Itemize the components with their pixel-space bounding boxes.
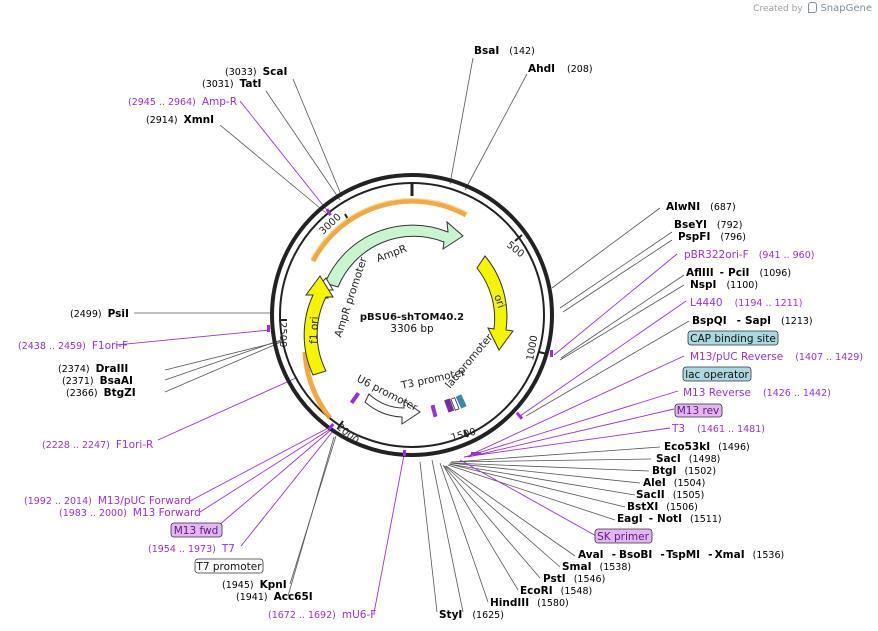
box-m13fwd-label: M13 fwd	[174, 525, 219, 537]
mu6f-mark	[403, 450, 406, 456]
ori-arrow	[476, 255, 514, 351]
enzyme-psii: (2499)PsiI	[70, 308, 129, 320]
f1ori-f-mark	[267, 325, 270, 332]
m13-fwd-mark	[327, 423, 335, 431]
enzyme-bspqi: BspQI-SapI(1213)	[692, 315, 813, 327]
enzyme-ecori: EcoRI(1548)	[520, 585, 592, 597]
enzyme-eco53ki: Eco53kI(1496)	[664, 441, 750, 453]
box-m13rev-label: M13 rev	[677, 405, 720, 417]
feature-mu6-f: (1672 .. 1692)mU6-F	[268, 609, 376, 621]
f1ori-arrow	[303, 275, 334, 376]
enzyme-scai: (3033)ScaI	[225, 66, 287, 78]
snapgene-logo-icon	[807, 2, 817, 13]
feature-t7: (1954 .. 1973)T7	[148, 543, 235, 555]
enzyme-pspfi: PspFI(796)	[678, 231, 746, 243]
backbone-outer-circle	[270, 173, 554, 457]
enzyme-btgi: BtgI(1502)	[652, 465, 716, 477]
enzyme-draiii: (2374)DraIII	[58, 363, 128, 375]
enzyme-acc65i: (1941)Acc65I	[236, 591, 313, 603]
enzyme-smai: SmaI(1538)	[562, 561, 631, 573]
enzyme-eagi: EagI-NotI(1511)	[617, 513, 722, 525]
box-m13-rev: M13 rev	[674, 403, 723, 418]
credit-prefix: Created by	[753, 4, 803, 14]
enzyme-xmni: (2914)XmnI	[146, 114, 214, 126]
inner-label-ampr: AmpR	[375, 243, 409, 265]
tick-label-2500: 2500	[277, 322, 288, 347]
enzyme-afliii: AflIII-PciI(1096)	[686, 267, 791, 279]
ampr-arrow	[324, 220, 464, 288]
enzyme-ahdi: AhdI(208)	[528, 63, 593, 75]
inner-label-lac: lac promoter	[443, 331, 496, 391]
credit-brand: SnapGene	[820, 3, 872, 14]
enzyme-btgzi: (2366)BtgZI	[66, 387, 136, 399]
ampr-orange-band	[310, 198, 468, 263]
feature-m13-reverse: M13 Reverse(1426 .. 1442)	[683, 387, 831, 399]
enzyme-kpni: (1945)KpnI	[222, 579, 287, 591]
m13-mark	[444, 398, 455, 413]
inner-label-f1ori: f1 ori	[308, 316, 321, 344]
enzyme-bseyi: BseYI(792)	[674, 219, 742, 231]
enzyme-bsai: BsaI(142)	[474, 45, 535, 57]
box-lac-label: lac operator	[685, 369, 749, 381]
t3-primer-mark	[430, 404, 438, 418]
inner-label-ori: ori	[491, 293, 507, 310]
box-t7prom-label: T7 promoter	[195, 561, 262, 573]
u6-promoter-arrow	[364, 393, 421, 425]
plasmid-name: pBSU6-shTOM40.2	[360, 312, 464, 323]
mu6-primer-mark	[349, 391, 361, 405]
feature-ampr-primer: (2945 .. 2964)Amp-R	[128, 96, 237, 108]
snapgene-credit: Created by SnapGene	[753, 2, 872, 14]
enzyme-alei: AleI(1504)	[643, 477, 705, 489]
enzyme-hindiii: HindIII(1580)	[490, 597, 569, 609]
box-cap-binding-site: CAP binding site	[687, 330, 779, 346]
feature-m13-forward: (1983 .. 2000)M13 Forward	[59, 507, 201, 519]
feature-pbr322ori-f: pBR322ori-F(941 .. 960)	[684, 249, 814, 261]
feature-leader-lines	[115, 100, 687, 614]
enzyme-tati: (3031)TatI	[202, 78, 261, 90]
enzyme-avai: AvaI-BsoBI-TspMI-XmaI(1536)	[578, 549, 784, 561]
ampr-primer-mark	[325, 208, 332, 216]
enzyme-bsaai: (2371)BsaAI	[62, 375, 133, 387]
enzyme-nspi: NspI(1100)	[690, 279, 758, 291]
enzyme-sacii: SacII(1505)	[636, 489, 704, 501]
feature-f1ori-r: (2228 .. 2247)F1ori-R	[42, 439, 153, 451]
tick-label-1000: 1000	[525, 335, 540, 362]
feature-m13puc-reverse: M13/pUC Reverse(1407 .. 1429)	[690, 351, 863, 363]
enzyme-alwni: AlwNI(687)	[666, 201, 736, 213]
feature-l4440: L4440(1194 .. 1211)	[690, 297, 802, 309]
box-cap-label: CAP binding site	[690, 333, 776, 345]
feature-f1ori-f: (2438 .. 2459)F1ori-F	[18, 340, 128, 352]
box-t7-promoter: T7 promoter	[194, 558, 264, 574]
l4440-mark	[515, 411, 524, 420]
plasmid-length: 3306 bp	[390, 323, 434, 335]
leader-lines	[134, 57, 690, 613]
enzyme-bstxi: BstXI(1506)	[627, 501, 698, 513]
lac-operator-mark	[455, 394, 467, 409]
mcs-primer-marks	[471, 452, 481, 455]
box-sk-label: SK primer	[597, 531, 649, 543]
pbr322-mark	[550, 350, 553, 357]
enzyme-saci: SacI(1498)	[656, 453, 720, 465]
feature-m13puc-forward: (1992 .. 2014)M13/pUC Forward	[24, 495, 191, 507]
feature-t3-primer: T3(1461 .. 1481)	[671, 423, 765, 435]
enzyme-psti: PstI(1546)	[543, 573, 605, 585]
enzyme-styi: StyI(1625)	[439, 609, 504, 621]
f1ori-orange-band	[302, 351, 332, 420]
box-m13-fwd: M13 fwd	[170, 522, 223, 538]
ampr-orange-band-edge	[310, 197, 469, 260]
box-sk-primer: SK primer	[594, 528, 653, 544]
box-lac-operator: lac operator	[682, 366, 752, 382]
t3-promoter-mark	[450, 397, 460, 411]
